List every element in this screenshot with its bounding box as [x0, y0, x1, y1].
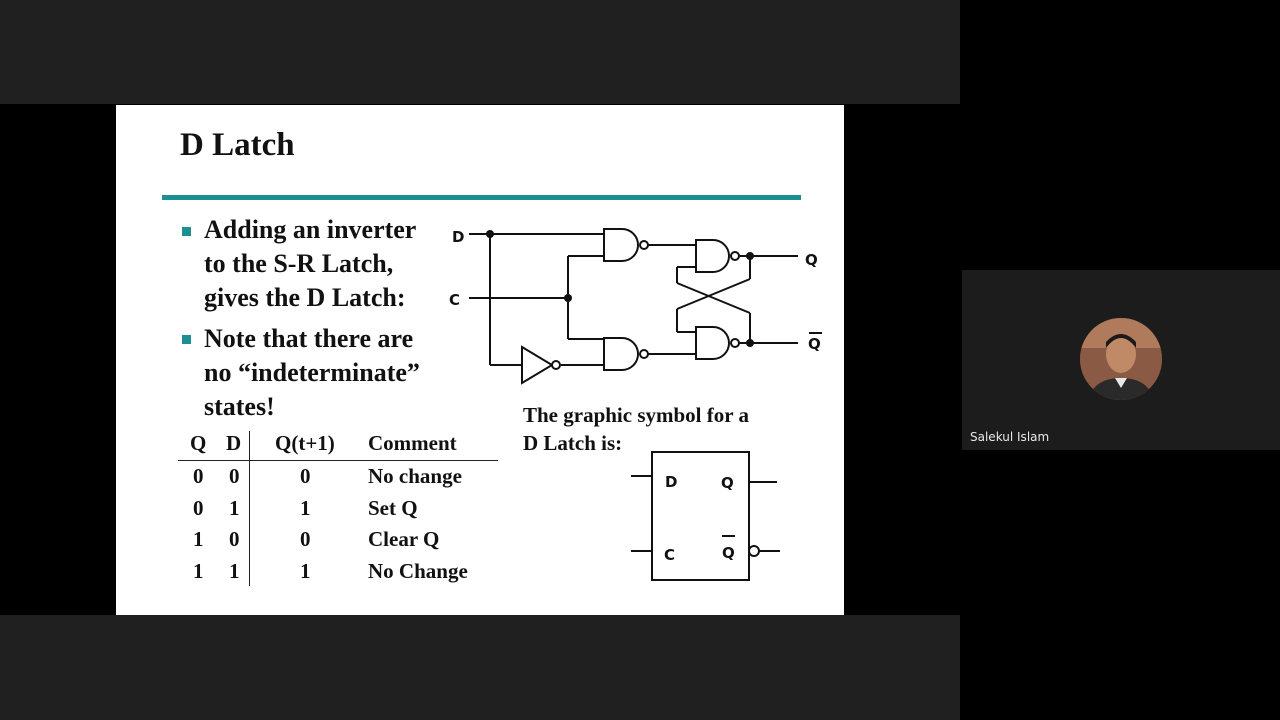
table-cell: 0 [229, 527, 240, 551]
table-cell: 0 [193, 464, 204, 488]
table-header-next-state: Q(t+1) [275, 431, 335, 455]
table-cell: 0 [300, 464, 311, 488]
table-cell: 1 [300, 496, 311, 520]
person-icon [1080, 318, 1162, 400]
symbol-caption: The graphic symbol for a D Latch is: [523, 401, 749, 457]
symbol-pin-q: Q [721, 474, 734, 492]
symbol-caption-line-2: D Latch is: [523, 431, 623, 455]
bullet-1-line-1: Adding an inverter [204, 215, 417, 244]
stage-bottom-band [0, 615, 960, 720]
bullet-1-line-3: gives the D Latch: [204, 283, 406, 312]
table-cell: Clear Q [368, 527, 440, 551]
stage-top-band [0, 0, 960, 104]
symbol-pin-c: C [664, 546, 675, 564]
d-latch-circuit-diagram: D C Q Q D C Q Q [449, 228, 822, 581]
table-cell: No change [368, 464, 462, 488]
bullet-marker-1 [182, 227, 191, 236]
slide-title: D Latch [180, 127, 295, 163]
slide: D Latch Adding an inverter to the S-R La… [116, 105, 844, 615]
table-cell: 0 [229, 464, 240, 488]
table-column-rule [249, 431, 250, 586]
table-cell: Set Q [368, 496, 418, 520]
bullet-2-line-1: Note that there are [204, 324, 414, 353]
bullet-2-line-2: no “indeterminate” [204, 358, 420, 387]
table-cell: 1 [229, 559, 240, 583]
table-cell: 1 [229, 496, 240, 520]
circuit-label-q: Q [805, 251, 818, 269]
circuit-label-q-bar: Q [808, 335, 821, 353]
circuit-label-c: C [449, 291, 460, 309]
table-header-d: D [226, 431, 242, 455]
bullet-2-line-3: states! [204, 392, 275, 421]
table-header-comment: Comment [368, 431, 457, 455]
table-cell: 1 [193, 559, 204, 583]
title-divider [162, 195, 801, 200]
circuit-label-d: D [452, 228, 464, 246]
presentation-stage: D Latch Adding an inverter to the S-R La… [0, 0, 960, 720]
bullet-1-line-2: to the S-R Latch, [204, 249, 394, 278]
participant-name: Salekul Islam [970, 430, 1050, 444]
symbol-caption-line-1: The graphic symbol for a [523, 403, 749, 427]
participant-avatar [1080, 318, 1162, 400]
bullet-marker-2 [182, 335, 191, 344]
table-cell: 1 [300, 559, 311, 583]
table-header-rule [178, 460, 498, 461]
bullet-text-2: Note that there are no “indeterminate” s… [204, 322, 420, 424]
bullet-text-1: Adding an inverter to the S-R Latch, giv… [204, 213, 416, 315]
symbol-pin-d: D [665, 473, 677, 491]
table-cell: No Change [368, 559, 468, 583]
table-cell: 0 [193, 496, 204, 520]
symbol-pin-q-bar: Q [722, 544, 735, 562]
table-cell: 1 [193, 527, 204, 551]
table-header-q: Q [190, 431, 207, 455]
table-cell: 0 [300, 527, 311, 551]
participant-video-tile[interactable]: Salekul Islam [962, 270, 1280, 450]
